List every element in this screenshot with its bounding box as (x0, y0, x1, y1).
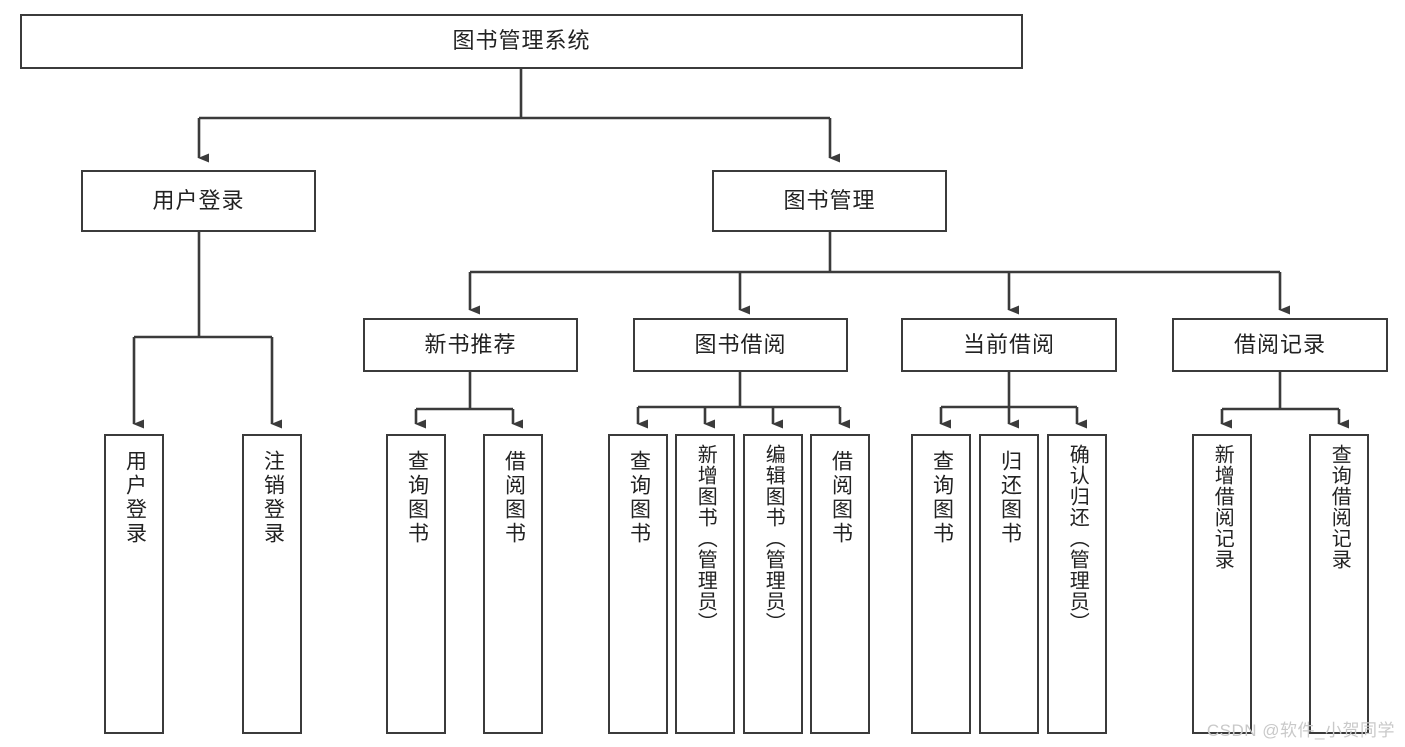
node-leaf-query-book-3-label: 查询图书 (930, 450, 954, 546)
node-leaf-add-book-admin-label: 新增图书（管理员） (694, 444, 717, 633)
node-leaf-borrow-book-2[interactable]: 借阅图书 (810, 434, 870, 734)
node-book-borrow-label: 图书借阅 (694, 331, 787, 357)
node-leaf-user-login[interactable]: 用户登录 (104, 434, 164, 734)
node-leaf-add-borrow-record-label: 新增借阅记录 (1211, 444, 1234, 570)
node-user-login-label: 用户登录 (152, 187, 245, 213)
node-leaf-edit-book-admin[interactable]: 编辑图书（管理员） (743, 434, 803, 734)
node-borrow-record-label: 借阅记录 (1233, 331, 1326, 357)
node-leaf-add-borrow-record[interactable]: 新增借阅记录 (1192, 434, 1252, 734)
node-book-manage-label: 图书管理 (783, 187, 876, 213)
node-leaf-confirm-return-admin-label: 确认归还（管理员） (1066, 444, 1089, 633)
node-root-system[interactable]: 图书管理系统 (20, 14, 1023, 69)
node-borrow-record[interactable]: 借阅记录 (1172, 318, 1388, 372)
node-leaf-borrow-book-1-label: 借阅图书 (502, 450, 526, 546)
node-leaf-query-borrow-record[interactable]: 查询借阅记录 (1309, 434, 1369, 734)
node-leaf-query-book-1[interactable]: 查询图书 (386, 434, 446, 734)
node-leaf-query-book-1-label: 查询图书 (405, 450, 429, 546)
node-leaf-query-book-2-label: 查询图书 (627, 450, 651, 546)
csdn-watermark: CSDN @软件_小贺同学 (1206, 721, 1395, 740)
node-leaf-edit-book-admin-label: 编辑图书（管理员） (762, 444, 785, 633)
node-leaf-return-book[interactable]: 归还图书 (979, 434, 1039, 734)
node-leaf-logout-login-label: 注销登录 (261, 450, 285, 546)
node-leaf-return-book-label: 归还图书 (998, 450, 1022, 546)
node-root-system-label: 图书管理系统 (452, 28, 591, 54)
node-leaf-query-borrow-record-label: 查询借阅记录 (1328, 444, 1351, 570)
node-user-login[interactable]: 用户登录 (81, 170, 316, 232)
node-book-manage[interactable]: 图书管理 (712, 170, 947, 232)
node-new-book-recommend-label: 新书推荐 (424, 331, 517, 357)
node-leaf-borrow-book-1[interactable]: 借阅图书 (483, 434, 543, 734)
node-leaf-borrow-book-2-label: 借阅图书 (829, 450, 853, 546)
node-leaf-query-book-2[interactable]: 查询图书 (608, 434, 668, 734)
node-leaf-user-login-label: 用户登录 (123, 450, 147, 546)
node-book-borrow[interactable]: 图书借阅 (633, 318, 848, 372)
node-current-borrow[interactable]: 当前借阅 (901, 318, 1117, 372)
node-current-borrow-label: 当前借阅 (962, 331, 1055, 357)
node-leaf-confirm-return-admin[interactable]: 确认归还（管理员） (1047, 434, 1107, 734)
node-leaf-logout-login[interactable]: 注销登录 (242, 434, 302, 734)
node-new-book-recommend[interactable]: 新书推荐 (363, 318, 578, 372)
node-leaf-add-book-admin[interactable]: 新增图书（管理员） (675, 434, 735, 734)
node-leaf-query-book-3[interactable]: 查询图书 (911, 434, 971, 734)
